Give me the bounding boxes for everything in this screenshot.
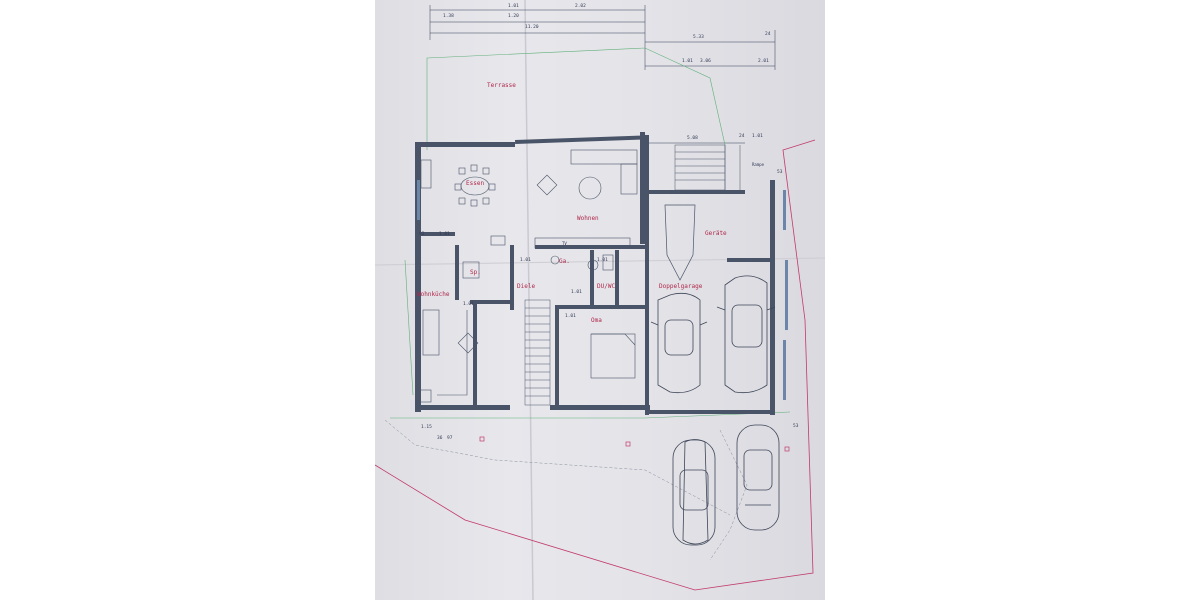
car-garage-right bbox=[716, 275, 776, 394]
property-line bbox=[375, 139, 816, 591]
bed bbox=[590, 333, 636, 379]
dim-top-m: 24 bbox=[739, 134, 745, 139]
furniture bbox=[418, 149, 638, 403]
dim-kitchen-a: 92 bbox=[419, 232, 425, 237]
room-label-ga: Ga. bbox=[559, 258, 570, 265]
label-tv: TV bbox=[562, 241, 567, 246]
dimension-lines-top bbox=[429, 5, 776, 144]
dim-top-k: 5.08 bbox=[687, 136, 698, 141]
room-label-wohnen: Wohnen bbox=[577, 215, 599, 222]
kitchen-table bbox=[422, 309, 440, 356]
room-label-essen: Essen bbox=[466, 180, 485, 187]
dim-kitchen-b: 1.01 bbox=[439, 232, 450, 237]
stairs-diele bbox=[524, 299, 551, 406]
dim-top-a: 1.01 bbox=[508, 4, 519, 9]
room-label-sp: Sp. bbox=[470, 269, 481, 276]
dim-top-i: 2.01 bbox=[758, 59, 769, 64]
stairs-exterior bbox=[674, 144, 741, 191]
dim-bottom-b: 36 bbox=[437, 436, 443, 441]
dim-bottom-a: 1.15 bbox=[421, 425, 432, 430]
room-label-wohnkueche: Wohnküche bbox=[417, 291, 450, 298]
dim-rampe: 53 bbox=[777, 170, 783, 175]
dim-top-g: 3.06 bbox=[700, 59, 711, 64]
label-rampe: Rampe bbox=[752, 162, 765, 167]
dim-diele-a: 1.01 bbox=[520, 258, 531, 263]
dim-duwc-a: 1.01 bbox=[597, 258, 608, 263]
dim-top-h: 1.01 bbox=[682, 59, 693, 64]
dim-top-d: 11.20 bbox=[525, 25, 539, 30]
dim-top-c: 1.20 bbox=[508, 14, 519, 19]
room-label-diele: Diele bbox=[517, 283, 536, 290]
sofa bbox=[570, 149, 638, 165]
markers bbox=[479, 436, 790, 452]
dim-stair-a: 1.01 bbox=[463, 302, 474, 307]
boat bbox=[664, 204, 696, 281]
dim-duwc-b: 1.01 bbox=[571, 290, 582, 295]
car-driveway-right bbox=[736, 424, 780, 531]
car-garage-left bbox=[650, 292, 708, 394]
dim-bottom-c: 97 bbox=[447, 436, 453, 441]
floor-plan-drawing bbox=[375, 0, 825, 600]
house-walls bbox=[415, 132, 775, 415]
car-driveway-left bbox=[672, 439, 716, 546]
plan-sheet: Terrasse Essen Wohnen Wohnküche Sp. Diel… bbox=[375, 0, 825, 600]
room-label-oma: Oma bbox=[591, 317, 602, 324]
dim-right-a: 53 bbox=[793, 424, 799, 429]
coffee-table bbox=[578, 176, 602, 200]
room-label-duwc: DU/WC bbox=[597, 283, 616, 290]
dim-oma-a: 1.01 bbox=[565, 314, 576, 319]
dim-top-l: 1.01 bbox=[752, 134, 763, 139]
room-label-geraete: Geräte bbox=[705, 230, 727, 237]
dim-top-b: 2.02 bbox=[575, 4, 586, 9]
wall-accents bbox=[417, 180, 788, 400]
terrain-lines bbox=[384, 419, 748, 561]
room-label-terrasse: Terrasse bbox=[487, 82, 516, 89]
dim-top-j: 24 bbox=[765, 32, 771, 37]
room-label-doppelgarage: Doppelgarage bbox=[659, 283, 703, 290]
stove bbox=[457, 332, 479, 354]
dim-top-f: 5.33 bbox=[693, 35, 704, 40]
dim-top-e: 1.38 bbox=[443, 14, 454, 19]
